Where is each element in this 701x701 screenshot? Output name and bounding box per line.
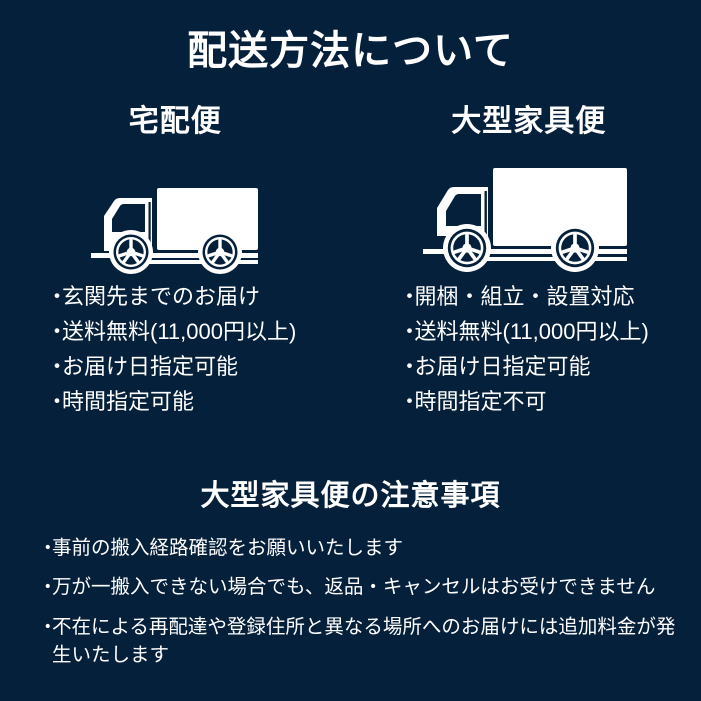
bullet-label: 送料無料(11,000円以上) [414, 319, 649, 344]
bullet-marker-icon: ・ [398, 389, 421, 414]
page-title: 配送方法について [187, 29, 514, 73]
bullet-marker-icon: ・ [46, 389, 69, 414]
bullet-label: 時間指定不可 [414, 389, 547, 414]
bullet-marker-icon: ・ [38, 537, 58, 559]
notes-list: ・ 事前の搬入経路確認をお願いいたします ・ 万が一搬入できない場合でも、返品・… [38, 534, 678, 680]
wheel-front [442, 224, 491, 272]
list-item: ・ お届け日指定可能 [46, 356, 351, 391]
list-item: ・ 万が一搬入できない場合でも、返品・キャンセルはお受けできません [38, 573, 678, 601]
column-heading-ogatakagubin: 大型家具便 [451, 105, 607, 138]
list-item: ・ 事前の搬入経路確認をお願いいたします [38, 534, 678, 562]
note-label: 万が一搬入できない場合でも、返品・キャンセルはお受けできません [52, 576, 656, 599]
bullet-marker-icon: ・ [398, 284, 421, 309]
list-item: ・ 時間指定不可 [399, 391, 701, 426]
note-label: 不在による再配達や登録住所と異なる場所へのお届けには追加料金が発生いたします [52, 615, 676, 666]
bullet-label: 時間指定可能 [62, 389, 195, 414]
bullet-label: 開梱・組立・設置対応 [414, 284, 635, 309]
list-item: ・ 不在による再配達や登録住所と異なる場所へのお届けには追加料金が発生いたします [38, 613, 678, 670]
shipping-method-columns: 宅配便 [0, 104, 701, 426]
wheel-front [109, 230, 154, 274]
wheel-rear [550, 224, 599, 272]
bullet-marker-icon: ・ [38, 615, 58, 638]
notes-section-title: 大型家具便の注意事項 [200, 480, 501, 512]
bullet-marker-icon: ・ [398, 319, 421, 344]
column-heading-takuhaibin: 宅配便 [128, 105, 222, 138]
small-delivery-truck-icon [0, 154, 351, 276]
bullet-marker-icon: ・ [46, 354, 69, 379]
large-furniture-truck-icon [351, 154, 701, 276]
bullet-label: お届け日指定可能 [414, 354, 591, 379]
bullet-label: 送料無料(11,000円以上) [62, 319, 297, 344]
bullet-marker-icon: ・ [46, 284, 69, 309]
list-item: ・ 送料無料(11,000円以上) [399, 321, 701, 356]
shipping-method-column-ogatakagubin: 大型家具便 [351, 104, 701, 426]
list-item: ・ 送料無料(11,000円以上) [46, 321, 351, 356]
bullet-list-takuhaibin: ・ 玄関先までのお届け ・ 送料無料(11,000円以上) ・ お届け日指定可能… [0, 286, 351, 426]
list-item: ・ 玄関先までのお届け [46, 286, 351, 321]
bullet-label: お届け日指定可能 [62, 354, 239, 379]
list-item: ・ 時間指定可能 [46, 391, 351, 426]
bullet-marker-icon: ・ [46, 319, 69, 344]
shipping-method-column-takuhaibin: 宅配便 [0, 104, 351, 426]
wheel-rear [198, 230, 243, 274]
bullet-label: 玄関先までのお届け [62, 284, 261, 309]
bullet-marker-icon: ・ [398, 354, 421, 379]
bullet-marker-icon: ・ [38, 576, 58, 599]
list-item: ・ お届け日指定可能 [399, 356, 701, 391]
list-item: ・ 開梱・組立・設置対応 [399, 286, 701, 321]
bullet-list-ogatakagubin: ・ 開梱・組立・設置対応 ・ 送料無料(11,000円以上) ・ お届け日指定可… [351, 286, 701, 426]
note-label: 事前の搬入経路確認をお願いいたします [52, 537, 404, 559]
